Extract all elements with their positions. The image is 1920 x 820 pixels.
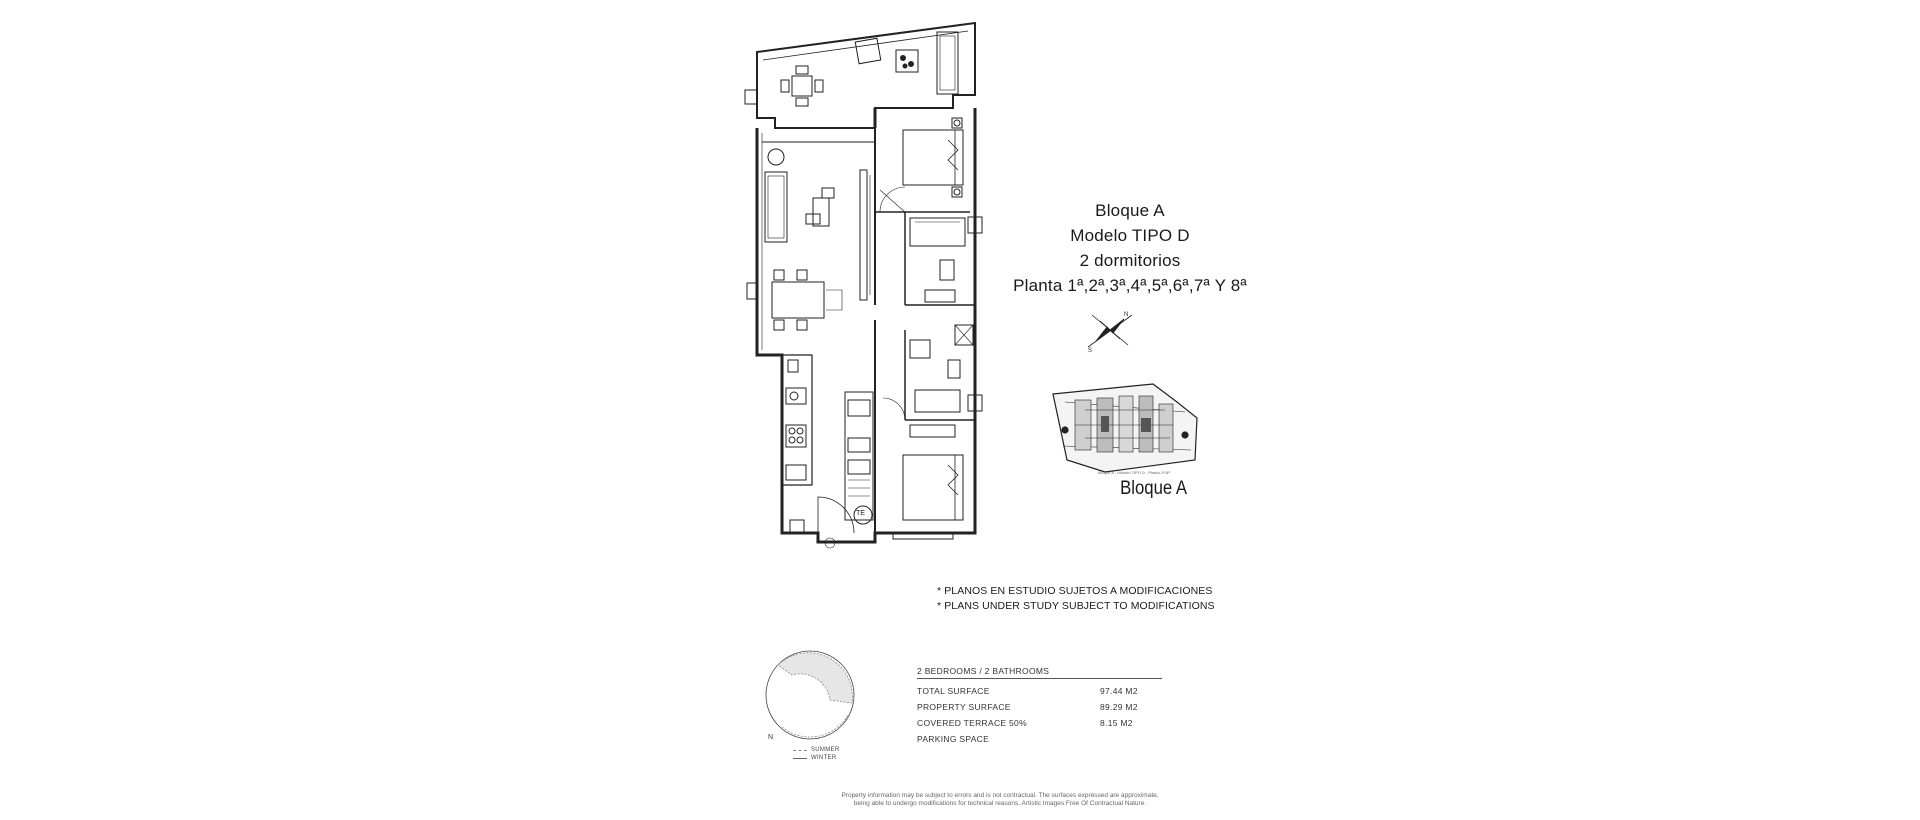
compass-north: N [1124, 312, 1128, 318]
row-label: PROPERTY SURFACE [917, 702, 1011, 712]
keymap-caption: Bloque A - Modelo TIPO D - Planta 1ª-8ª [1098, 470, 1170, 475]
note-spanish: * PLANOS EN ESTUDIO SUJETOS A MODIFICACI… [937, 585, 1213, 597]
table-row: PARKING SPACE [917, 731, 1162, 747]
surface-table: 2 BEDROOMS / 2 BATHROOMS TOTAL SURFACE 9… [917, 666, 1162, 747]
block-name: Bloque A [1095, 201, 1165, 220]
terrace-sofa [936, 31, 959, 95]
terrace-plant-box [895, 49, 919, 73]
sun-north: N [768, 734, 773, 741]
apartment-outer-wall [755, 108, 977, 544]
winter-line-icon [793, 757, 807, 759]
entry-door [817, 496, 855, 534]
row-value: 97.44 M2 [1100, 686, 1138, 696]
terrace-armchair [854, 37, 882, 65]
row-value: 89.29 M2 [1100, 702, 1138, 712]
cooktop [785, 424, 807, 448]
water-heater-label: TE [856, 510, 865, 517]
bathtub-1 [909, 217, 966, 247]
disclaimer-line-2: being able to undergo modifications for … [853, 800, 1147, 807]
compass-south: S [1088, 348, 1092, 354]
sun-legend: SUMMER WINTER [793, 746, 839, 762]
bed-1 [902, 129, 964, 186]
dining-table [771, 281, 825, 319]
notes: * PLANOS EN ESTUDIO SUJETOS A MODIFICACI… [937, 584, 1215, 614]
compass-rose-icon: N S [1087, 312, 1133, 354]
title-block: Bloque A Modelo TIPO D 2 dormitorios Pla… [990, 198, 1270, 298]
bed-2 [902, 454, 964, 521]
legend-winter: WINTER [811, 755, 837, 761]
legend-summer: SUMMER [811, 747, 840, 753]
keymap-label: Bloque A [1120, 478, 1188, 499]
disclaimer: Property information may be subject to e… [740, 792, 1260, 808]
row-label: COVERED TERRACE 50% [917, 718, 1027, 728]
table-row: TOTAL SURFACE 97.44 M2 [917, 683, 1162, 699]
sofa [764, 171, 788, 243]
building-key-map [1052, 383, 1198, 473]
bedroom-count: 2 dormitorios [1079, 251, 1181, 270]
toilet-1 [939, 259, 955, 281]
tv-unit [859, 169, 868, 301]
sun-path-diagram: N [765, 650, 855, 741]
surface-table-header: 2 BEDROOMS / 2 BATHROOMS [917, 666, 1162, 679]
note-english: * PLANS UNDER STUDY SUBJECT TO MODIFICAT… [937, 600, 1215, 612]
terrace-outline [756, 21, 976, 129]
row-label: PARKING SPACE [917, 734, 990, 744]
row-value: 8.15 M2 [1100, 718, 1133, 728]
row-label: TOTAL SURFACE [917, 686, 990, 696]
shower [954, 324, 974, 346]
floor-list: Planta 1ª,2ª,3ª,4ª,5ª,6ª,7ª Y 8ª [1013, 276, 1247, 295]
terrace-table [791, 75, 813, 97]
model-name: Modelo TIPO D [1070, 226, 1190, 245]
kitchen-counter [781, 354, 813, 530]
summer-line-icon [793, 749, 807, 751]
lamp [767, 148, 785, 166]
table-row: PROPERTY SURFACE 89.29 M2 [917, 699, 1162, 715]
disclaimer-line-1: Property information may be subject to e… [841, 792, 1159, 799]
wardrobe [844, 391, 874, 521]
table-row: COVERED TERRACE 50% 8.15 M2 [917, 715, 1162, 731]
water-heater [853, 505, 873, 525]
